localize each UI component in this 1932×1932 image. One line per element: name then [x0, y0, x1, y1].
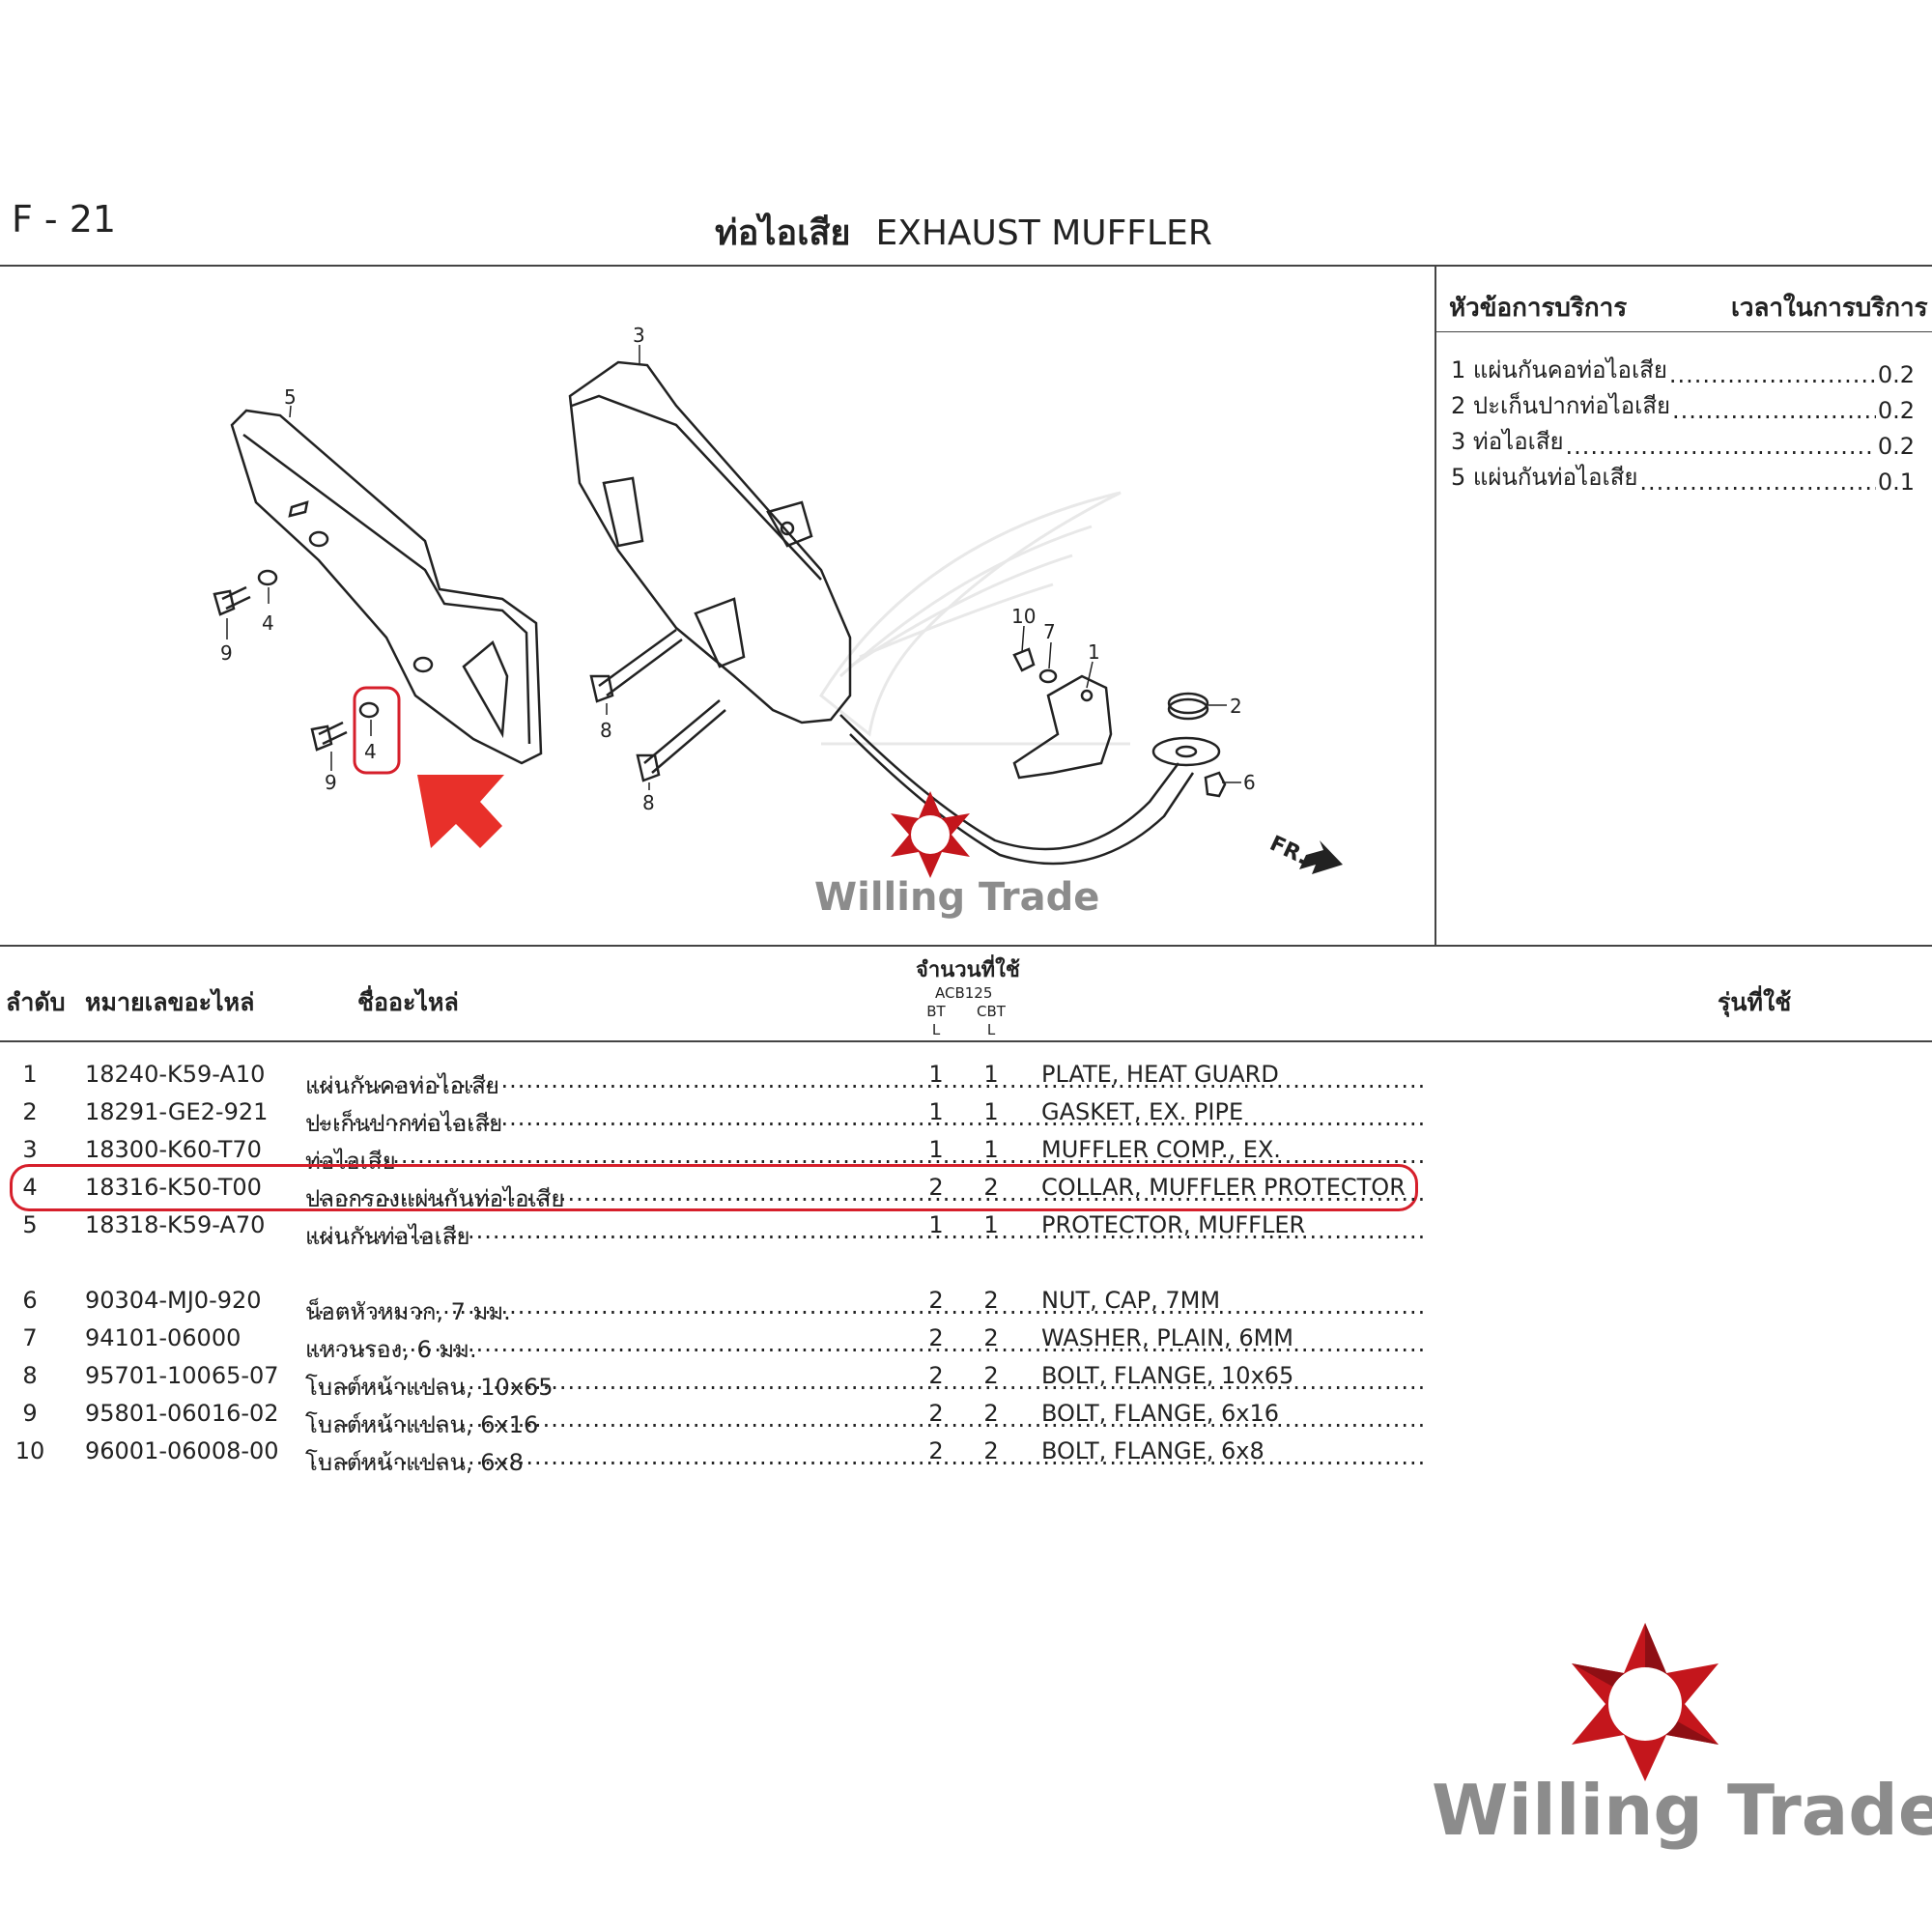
gasket: [1167, 692, 1209, 721]
col-header-cbt-sub: L: [986, 1021, 996, 1038]
cap-nut: [1204, 771, 1227, 798]
flange-bolts-6x16: [213, 569, 380, 752]
callout-2: 2: [1230, 695, 1242, 718]
col-header-bt-sub: L: [931, 1021, 941, 1038]
service-item: 2 ปะเก็นปากท่อไอเสีย0.2: [1451, 388, 1915, 424]
col-header-part-name: ชื่ออะไหล่: [357, 988, 459, 1016]
table-header-divider: [0, 1040, 1932, 1042]
protector-muffler: [230, 409, 543, 765]
front-direction-arrow: FR.: [1265, 832, 1343, 874]
col-header-part-number: หมายเลขอะไหล่: [85, 988, 255, 1016]
callout-9: 9: [220, 641, 233, 665]
page-title-thai: ท่อไอเสีย: [715, 213, 851, 253]
callout-8b: 8: [642, 791, 655, 814]
col-header-no: ลำดับ: [6, 988, 66, 1016]
service-item: 3 ท่อไอเสีย0.2: [1451, 424, 1915, 460]
small-fasteners: [1012, 647, 1058, 684]
service-item: 5 แผ่นกันท่อไอเสีย0.1: [1451, 460, 1915, 496]
col-header-model-code: ACB125: [935, 984, 993, 1002]
service-header-divider: [1436, 331, 1932, 332]
willing-trade-logo: [1572, 1623, 1719, 1781]
leader-lines: [226, 345, 1241, 790]
callout-10: 10: [1011, 605, 1036, 628]
muffler: [568, 360, 1221, 866]
willing-trade-logo-small: [891, 791, 970, 878]
part-4-highlight: [353, 686, 401, 775]
honda-wing-watermark: [819, 491, 1130, 746]
service-item: 1 แผ่นกันคอท่อไอเสีย0.2: [1451, 353, 1915, 388]
col-header-cbt: CBT: [977, 1003, 1006, 1020]
page-code: F - 21: [12, 198, 117, 241]
page-title-english: EXHAUST MUFFLER: [875, 213, 1212, 253]
callout-6: 6: [1243, 771, 1256, 794]
callout-8: 8: [600, 719, 612, 742]
col-header-bt: BT: [926, 1003, 946, 1020]
header-divider: [0, 265, 1932, 267]
service-header-item: หัวข้อการบริการ: [1449, 294, 1628, 323]
pointer-arrow: [417, 775, 504, 848]
callout-7: 7: [1043, 620, 1056, 643]
brand-name: Willing Trade: [1432, 1770, 1932, 1851]
table-top-divider: [0, 945, 1932, 947]
heat-guard: [1012, 674, 1113, 780]
col-header-quantity: จำนวนที่ใช้: [916, 958, 1020, 982]
callout-4: 4: [262, 611, 274, 635]
col-header-models: รุ่นที่ใช้: [1718, 988, 1792, 1016]
exhaust-diagram: 3 5 1 2 6 7 10 4 4 8 8 9 9 FR.: [213, 324, 1343, 878]
callout-4b: 4: [364, 740, 377, 763]
service-list: 1 แผ่นกันคอท่อไอเสีย0.2 2 ปะเก็นปากท่อไอ…: [1451, 353, 1915, 496]
callout-9b: 9: [325, 771, 337, 794]
page-title: ท่อไอเสีย EXHAUST MUFFLER: [715, 205, 1212, 260]
service-panel-divider: [1435, 266, 1436, 946]
callout-5: 5: [284, 385, 297, 409]
diagram-watermark: Willing Trade: [814, 875, 1100, 920]
callout-1: 1: [1088, 640, 1100, 664]
callout-3: 3: [633, 324, 645, 347]
flange-bolts-10x65: [589, 628, 726, 782]
service-header-time: เวลาในการบริการ: [1731, 294, 1928, 323]
